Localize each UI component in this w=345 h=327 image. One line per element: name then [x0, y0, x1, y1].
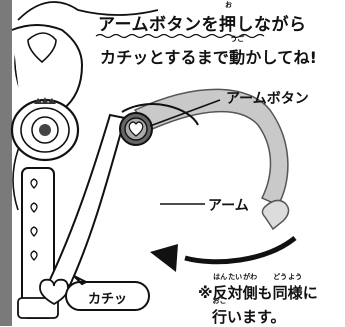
- heading-line-1: アームボタンを押しながら: [98, 15, 307, 35]
- motion-arrow-icon: [184, 236, 297, 265]
- heading-underline: [95, 33, 265, 39]
- page-edge-bar: [0, 0, 12, 326]
- arm-button-icon: [119, 112, 153, 146]
- wand-body: [10, 0, 159, 326]
- click-bubble: [65, 275, 150, 311]
- click-label: カチッ: [88, 292, 128, 307]
- arm-label: アーム: [208, 198, 249, 214]
- ruby-osu: お: [225, 1, 232, 9]
- note-line-1: ※はん反たい対がわ側もどう同よう様に: [198, 273, 318, 303]
- ghost-arm: [133, 88, 290, 231]
- arm-button-pointer: [149, 99, 221, 127]
- heading-line-2: カチッとするまでうご動かしてね!: [100, 35, 318, 68]
- note-line-2: おこ行います。: [212, 297, 286, 327]
- arm-button-label: アームボタン: [226, 91, 309, 107]
